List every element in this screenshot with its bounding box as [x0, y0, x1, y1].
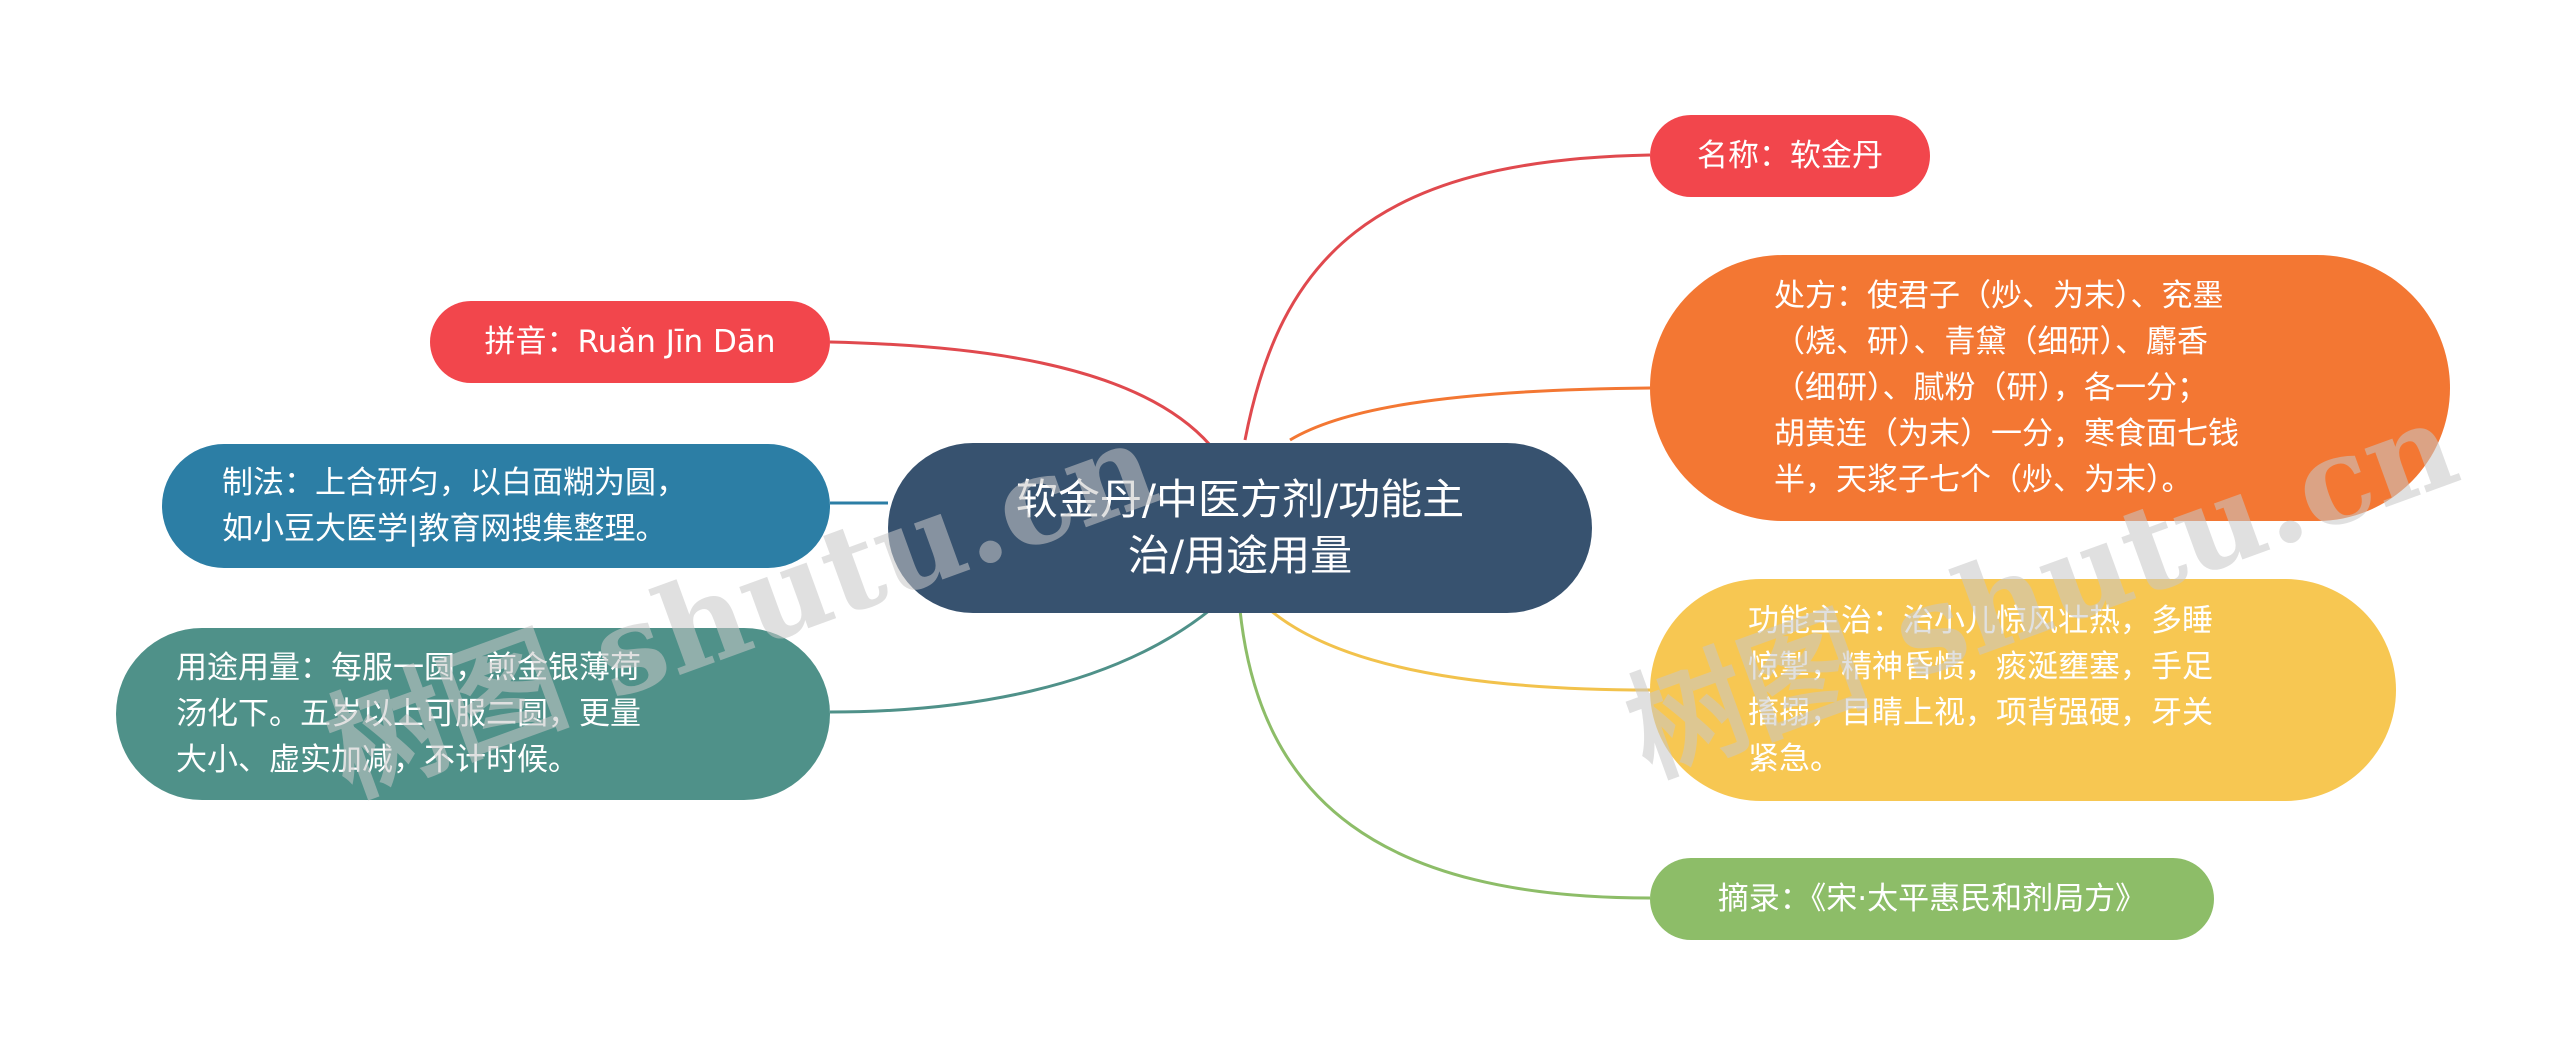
link-usage — [829, 608, 1211, 714]
node-name-label: 名称：软金丹 — [1697, 138, 1883, 174]
node-effect[interactable]: 功能主治：治小儿惊风壮热，多睡 惊掣，精神昏愦，痰涎壅塞，手足 搐搦，目睛上视，… — [1650, 579, 2396, 801]
link-name — [1243, 153, 1651, 441]
node-pinyin[interactable]: 拼音：Ruǎn Jīn Dān — [430, 301, 830, 383]
node-formula-label: 处方：使君子（炒、为末）、兖墨 （烧、研）、青黛（细研）、麝香 （细研）、腻粉（… — [1774, 278, 2239, 498]
node-method[interactable]: 制法：上合研匀，以白面糊为圆， 如小豆大医学|教育网搜集整理。 — [162, 444, 830, 568]
link-effect — [1269, 608, 1651, 692]
node-source[interactable]: 摘录：《宋·太平惠民和剂局方》 — [1650, 858, 2214, 940]
center-node-label: 软金丹/中医方剂/功能主 治/用途用量 — [1015, 475, 1465, 580]
node-usage-label: 用途用量：每服一圆，煎金银薄荷 汤化下。五岁以上可服二圆，更量 大小、虚实加减，… — [176, 650, 641, 778]
node-usage[interactable]: 用途用量：每服一圆，煎金银薄荷 汤化下。五岁以上可服二圆，更量 大小、虚实加减，… — [116, 628, 830, 800]
node-source-label: 摘录：《宋·太平惠民和剂局方》 — [1717, 881, 2147, 917]
node-pinyin-label: 拼音：Ruǎn Jīn Dān — [484, 324, 776, 360]
link-formula — [1289, 386, 1651, 442]
node-method-label: 制法：上合研匀，以白面糊为圆， 如小豆大医学|教育网搜集整理。 — [222, 465, 687, 547]
node-name[interactable]: 名称：软金丹 — [1650, 115, 1930, 197]
link-source — [1238, 609, 1651, 900]
node-effect-label: 功能主治：治小儿惊风壮热，多睡 惊掣，精神昏愦，痰涎壅塞，手足 搐搦，目睛上视，… — [1748, 603, 2213, 777]
center-node[interactable]: 软金丹/中医方剂/功能主 治/用途用量 — [888, 443, 1592, 613]
link-pinyin — [829, 340, 1212, 446]
node-formula[interactable]: 处方：使君子（炒、为末）、兖墨 （烧、研）、青黛（细研）、麝香 （细研）、腻粉（… — [1650, 255, 2450, 521]
